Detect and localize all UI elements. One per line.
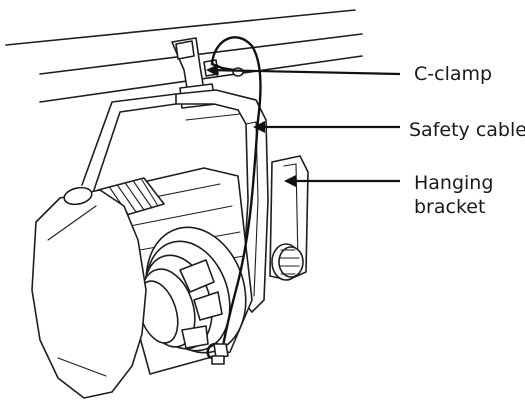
hanging-bracket-label: Hanging bracket bbox=[414, 171, 493, 219]
safety-cable-label: Safety cable bbox=[409, 119, 525, 141]
locking-knob bbox=[271, 243, 304, 281]
fixture-body bbox=[97, 167, 253, 375]
hanging-bracket-label-line1: Hanging bbox=[414, 172, 494, 194]
front-hood bbox=[31, 186, 147, 399]
c-clamp-label: C-clamp bbox=[414, 63, 493, 85]
hanging-bracket-label-line2: bracket bbox=[414, 196, 486, 218]
c-clamp-arrow bbox=[206, 64, 401, 77]
